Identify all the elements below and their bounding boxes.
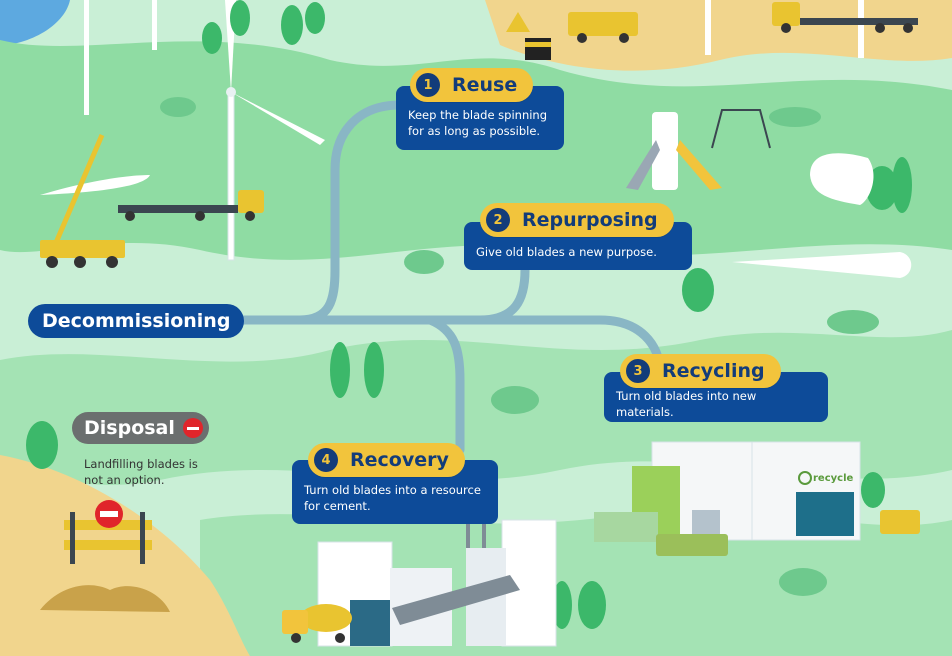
- step-recovery-number: 4: [314, 448, 338, 472]
- decommissioning-label: Decommissioning: [28, 304, 245, 338]
- step-reuse-label: Reuse: [452, 74, 518, 96]
- step-repurposing-title: 2 Repurposing: [480, 203, 674, 237]
- playground-icon: [626, 109, 771, 190]
- recycle-sign-label: recycle: [813, 473, 854, 484]
- crane-truck-icon: [40, 134, 125, 268]
- decommissioning-text: Decommissioning: [42, 310, 231, 332]
- step-reuse-description: Keep the blade spinning for as long as p…: [408, 108, 548, 138]
- cement-mixer-icon: [282, 604, 352, 643]
- step-reuse-title: 1 Reuse: [410, 68, 534, 102]
- cement-plant-icon: [317, 504, 557, 647]
- barrier-icon: [506, 12, 551, 60]
- recycle-icon: [798, 471, 812, 485]
- disposal-description: Landfilling blades is not an option.: [84, 457, 198, 487]
- step-recycling-description: Turn old blades into new materials.: [616, 389, 757, 419]
- no-entry-icon: [182, 418, 203, 438]
- truck-icon: [656, 534, 728, 556]
- lake: [0, 0, 70, 46]
- slide-icon: [676, 140, 722, 190]
- step-recycling-title: 3 Recycling: [620, 354, 781, 388]
- swing-icon: [711, 109, 771, 149]
- no-entry-icon: [95, 500, 123, 528]
- blade-bench: [810, 153, 874, 205]
- step-recycling-label: Recycling: [662, 360, 765, 382]
- turbine-blade: [40, 175, 150, 195]
- blade-debris: [40, 585, 170, 612]
- tree-icon: [26, 0, 912, 629]
- truck-icon: [118, 190, 264, 221]
- step-recovery-description: Turn old blades into a resource for ceme…: [304, 483, 481, 513]
- step-repurposing-description: Give old blades a new purpose.: [476, 245, 657, 259]
- step-recycling-number: 3: [626, 359, 650, 383]
- bush-icon: [160, 97, 879, 596]
- factory-icon: [594, 441, 920, 556]
- disposal-text: Disposal: [84, 417, 175, 439]
- disposal-label: Disposal: [72, 412, 209, 444]
- step-repurposing-number: 2: [486, 208, 510, 232]
- step-recovery-label: Recovery: [350, 449, 449, 471]
- truck-icon: [880, 510, 920, 534]
- step-repurposing-label: Repurposing: [522, 209, 658, 231]
- truck-icon: [568, 2, 918, 43]
- step-reuse-number: 1: [416, 73, 440, 97]
- blade-on-ground: [732, 252, 912, 278]
- step-recovery-title: 4 Recovery: [308, 443, 465, 477]
- wind-turbine-icon: [84, 0, 864, 115]
